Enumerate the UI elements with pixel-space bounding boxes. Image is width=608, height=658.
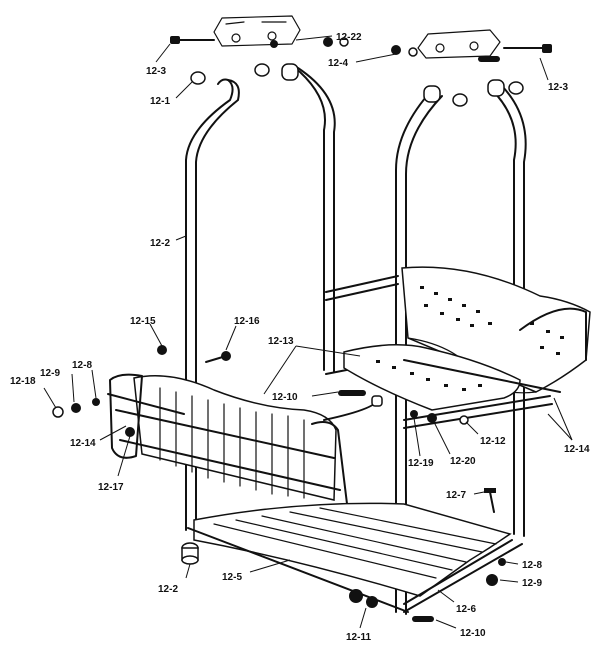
label-12-14-left: 12-14	[70, 438, 96, 449]
label-12-8-right: 12-8	[522, 560, 542, 571]
frame-left-front-leg	[185, 78, 240, 533]
label-12-16: 12-16	[234, 316, 260, 327]
bolt-12-4	[478, 56, 500, 62]
label-12-10-mid: 12-10	[272, 392, 298, 403]
nut-12-11-a	[349, 589, 363, 603]
label-12-22: 12-22	[336, 32, 362, 43]
nut-12-22-a	[270, 40, 278, 48]
label-12-15: 12-15	[130, 316, 156, 327]
label-12-9-left: 12-9	[40, 368, 60, 379]
nut-12-11-b	[366, 596, 378, 608]
label-12-3-right: 12-3	[548, 82, 568, 93]
crossbar-upper-b	[325, 283, 399, 301]
nut-12-9	[71, 403, 81, 413]
label-12-7: 12-7	[446, 490, 466, 501]
washer-12-8-right	[498, 558, 506, 566]
label-12-9-right: 12-9	[522, 578, 542, 589]
washer-12-8	[92, 398, 100, 406]
seat-front-bench	[107, 373, 383, 530]
label-12-17: 12-17	[98, 482, 124, 493]
washer-12-4	[408, 47, 418, 57]
label-12-6: 12-6	[456, 604, 476, 615]
frame-right-front-leg	[395, 85, 443, 615]
cap-12-1-left	[190, 71, 206, 85]
cap-12-15	[157, 345, 167, 355]
frame-right-back-leg	[487, 79, 527, 537]
nut-12-9-right	[486, 574, 498, 586]
label-12-5: 12-5	[222, 572, 242, 583]
label-12-11: 12-11	[346, 632, 371, 643]
bolt-12-3-right	[503, 44, 552, 53]
bolt-12-3-left	[170, 36, 215, 44]
label-12-14-right: 12-14	[564, 444, 590, 455]
foot-cap	[181, 542, 199, 565]
crossbar-upper	[325, 275, 399, 293]
bolt-12-17	[125, 427, 135, 437]
screw-12-7	[489, 491, 495, 513]
label-12-13: 12-13	[268, 336, 294, 347]
label-12-8-left: 12-8	[72, 360, 92, 371]
label-12-3-left: 12-3	[146, 66, 166, 77]
top-bracket-left	[213, 15, 301, 47]
nut-12-19	[410, 410, 418, 418]
nut-12-22-b	[323, 37, 333, 47]
nut-12-4	[391, 45, 401, 55]
screw-12-7-head	[484, 488, 496, 493]
washer-12-18	[52, 406, 64, 418]
bolt-12-16-shank	[205, 355, 227, 363]
label-12-12: 12-12	[480, 436, 506, 447]
nut-12-20	[427, 413, 437, 423]
cap-12-1-right	[452, 81, 524, 107]
part-labels: 12-22 12-3 12-4 12-3 12-1 12-2 12-15 12-…	[10, 32, 590, 643]
label-12-2-upper: 12-2	[150, 238, 170, 249]
bolt-12-10-mid	[338, 390, 366, 396]
label-12-20: 12-20	[450, 456, 476, 467]
label-12-18: 12-18	[10, 376, 36, 387]
label-12-10-bottom: 12-10	[460, 628, 486, 639]
leader-lines	[43, 35, 573, 629]
top-bracket-right	[417, 29, 501, 59]
washer-12-22	[339, 37, 349, 47]
label-12-1: 12-1	[150, 96, 170, 107]
label-12-19: 12-19	[408, 458, 434, 469]
label-12-4: 12-4	[328, 58, 348, 69]
floor-platform	[187, 502, 523, 613]
label-12-2-lower: 12-2	[158, 584, 178, 595]
cap-12-1-mid	[254, 63, 270, 77]
frame-left-back-leg	[281, 63, 336, 373]
bolt-12-10-bottom	[412, 616, 434, 622]
